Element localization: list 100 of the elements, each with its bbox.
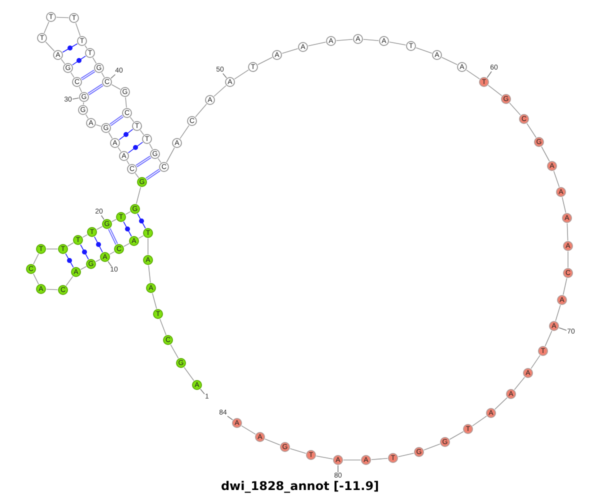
backbone-line [555,304,561,322]
backbone-line [158,158,162,163]
backbone-line [140,130,144,136]
base-pair-line [80,70,96,80]
base-pair-line [110,115,124,126]
base-pair-line [65,253,74,268]
backbone-line [180,125,190,139]
backbone-line [66,276,74,286]
backbone-line [562,196,566,214]
backbone-line [95,259,101,262]
base-pair-line [108,228,118,245]
backbone-line [566,223,568,241]
backbone-line [108,132,113,139]
backbone-line [149,143,153,150]
backbone-line [160,318,166,336]
backbone-line [553,170,560,188]
backbone-line [46,248,58,250]
backbone-line [148,264,151,284]
base-pair-line [136,156,152,168]
backbone-line [45,42,55,52]
leader-line [100,215,104,220]
backbone-line [472,416,487,426]
backbone-line [195,104,207,118]
base-pair-line [80,244,89,260]
backbone-line [424,444,440,450]
backbone-line [308,42,326,46]
backbone-line [92,57,97,64]
backbone-line [184,366,194,382]
backbone-line [101,72,105,78]
backbone-line [514,376,525,390]
backbone-line [170,344,179,359]
backbone-line [111,84,121,90]
diagram-caption: dwi_1828_annot [-11.9] [220,479,380,494]
backbone-line [290,448,306,454]
base-pair-line [123,221,132,237]
base-pair-line [62,43,78,53]
backbone-line [264,438,280,446]
backbone-line [494,397,508,410]
backbone-line [84,45,88,49]
backbone-line [282,48,298,54]
backbone-line [336,39,353,41]
base-pair-line [72,56,86,66]
leader-line [222,73,227,78]
leader-line [108,261,112,267]
base-pair-line [118,128,134,140]
backbone-line [60,58,66,64]
backbone-line [33,253,39,265]
backbone-line [130,116,134,122]
leader-line [486,71,492,78]
backbone-line [82,234,88,238]
backbone-line [562,278,568,296]
backbone-line [526,123,536,138]
leader-line [227,416,234,420]
backbone-line [80,266,87,270]
backbone-line [138,235,144,239]
backbone-line [96,226,103,230]
backbone-line [388,42,406,46]
leader-line [110,74,116,79]
backbone-line [541,146,550,162]
backbone-line [125,211,131,215]
backbone-line [241,425,256,435]
backbone-line [75,22,81,36]
backbone-line [85,114,89,119]
backbone-line [441,56,458,66]
base-pair-line [94,236,103,253]
backbone-line [530,355,540,369]
backbone-line [316,456,334,460]
backbone-line [70,72,74,78]
backbone-line [509,102,521,116]
backbone-line [371,458,388,460]
backbone-line [67,242,74,247]
backbone-line [118,147,122,152]
backbone-line [234,70,249,80]
base-pair-line [128,142,144,154]
base-pair-line [88,84,104,96]
backbone-line [46,288,58,290]
leader-line [558,327,567,331]
backbone-line [56,16,69,18]
backbone-line [83,102,84,106]
leader-line [72,98,80,100]
backbone-line [257,57,273,65]
backbone-line [416,47,432,54]
backbone-line [111,219,117,222]
backbone-line [78,86,82,92]
backbone-line [126,160,130,165]
backbone-line [152,292,157,310]
backbone-line [44,22,50,34]
backbone-line [96,124,102,127]
backbone-line [109,251,115,255]
backbone-line [136,186,142,204]
backbone-line [488,84,502,96]
backbone-line [449,431,464,440]
base-pair-line [146,168,160,180]
backbone-line [123,243,130,247]
backbone-line [33,273,39,285]
backbone-line [125,96,127,108]
backbone-line [134,172,140,178]
backbone-line [466,70,480,80]
backbone-line [544,330,552,346]
leader-line [200,388,205,394]
